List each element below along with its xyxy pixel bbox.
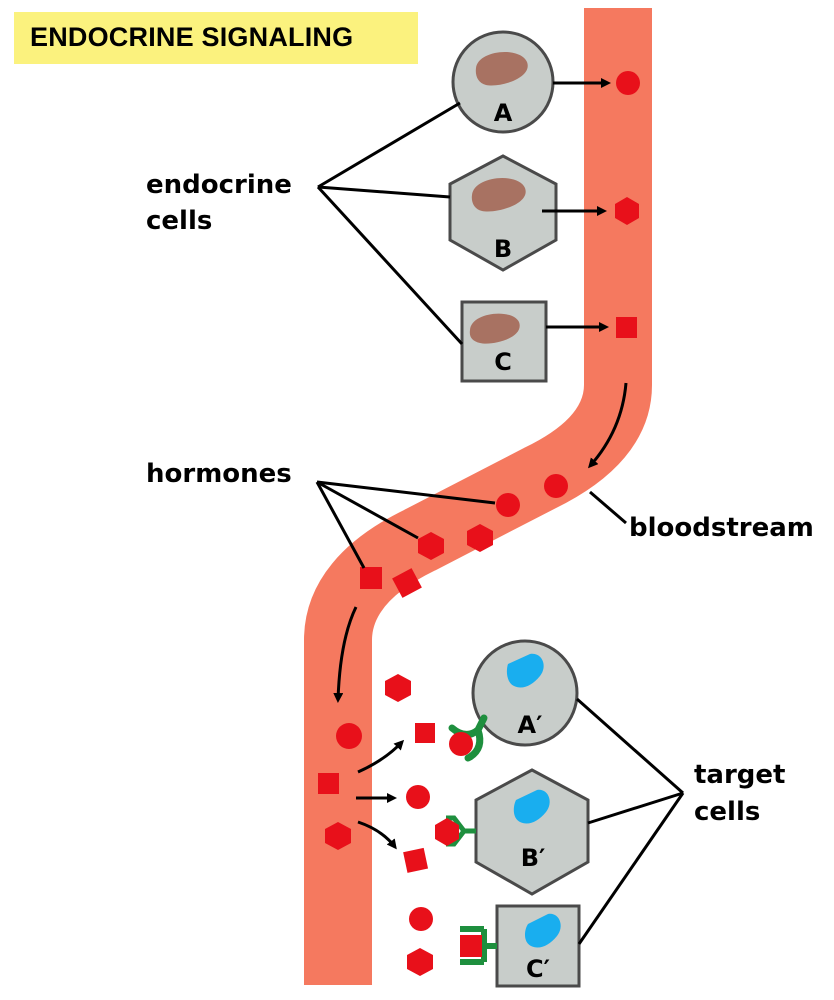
hormone-a (544, 474, 568, 498)
hormone-a (336, 723, 362, 749)
hormone-a (496, 493, 520, 517)
bound-hormone-c (460, 935, 482, 957)
endocrine-cell-b: B (448, 154, 558, 272)
target-cell-a-prime: A′ (471, 639, 579, 747)
hormone-c (415, 723, 435, 743)
endocrine-cell-c: C (460, 300, 548, 383)
endocrine-cell-a: A (451, 30, 555, 134)
diffusion-arrow (357, 820, 397, 850)
hormone-b (467, 524, 493, 552)
cell-label-c-prime: C′ (526, 955, 550, 983)
bound-hormone-a (449, 732, 473, 756)
hormone-b (407, 948, 433, 976)
hormone-c (403, 847, 429, 873)
pointer-line (576, 697, 684, 795)
pointer-line (587, 791, 684, 825)
pointer-line (589, 490, 627, 525)
bloodstream-vessel (304, 8, 652, 985)
pointer-line (317, 101, 461, 189)
diffusion-arrow (357, 739, 405, 774)
pointer-line (317, 185, 451, 199)
cell-label-a: A (494, 99, 513, 127)
pointer-line (315, 481, 366, 569)
pointer-line (316, 480, 419, 540)
nucleus-icon (513, 789, 550, 824)
receptor-c (460, 926, 497, 965)
pointer-line (316, 480, 496, 505)
hormone-c (318, 773, 339, 794)
hormone-a (409, 907, 433, 931)
target-cell-c-prime: C′ (495, 904, 581, 988)
bound-hormone-b (435, 818, 459, 846)
label-endocrine: endocrine (146, 170, 292, 200)
nucleus-icon (506, 653, 544, 688)
title-banner (14, 12, 418, 64)
label-bloodstream: bloodstream (629, 513, 814, 543)
label-target-cells: cells (694, 797, 761, 827)
hormone-c (616, 317, 637, 338)
hormone-b (385, 674, 411, 702)
nucleus-icon (524, 913, 561, 948)
nucleus-icon (469, 313, 520, 344)
flow-arrow (588, 382, 628, 469)
label-endocrine-cells: cells (146, 206, 213, 236)
cell-label-c: C (494, 348, 512, 376)
nucleus-icon (475, 51, 528, 86)
label-target: target (694, 760, 786, 790)
nucleus-icon (471, 178, 526, 212)
pointer-line (316, 185, 464, 346)
hormone-c (392, 568, 422, 598)
target-cell-b-prime: B′ (474, 768, 590, 896)
cell-label-b-prime: B′ (521, 844, 546, 872)
hormone-b (615, 197, 639, 225)
hormone-b (418, 532, 444, 560)
hormone-b (325, 822, 351, 850)
hormone-c (360, 567, 382, 589)
diagram-title: ENDOCRINE SIGNALING (30, 22, 354, 52)
flow-arrow (333, 606, 358, 703)
pointer-line (577, 792, 685, 945)
hormone-a (406, 785, 430, 809)
cell-label-b: B (494, 235, 512, 263)
label-hormones: hormones (146, 459, 292, 489)
hormone-a (616, 71, 640, 95)
cell-label-a-prime: A′ (518, 711, 543, 739)
